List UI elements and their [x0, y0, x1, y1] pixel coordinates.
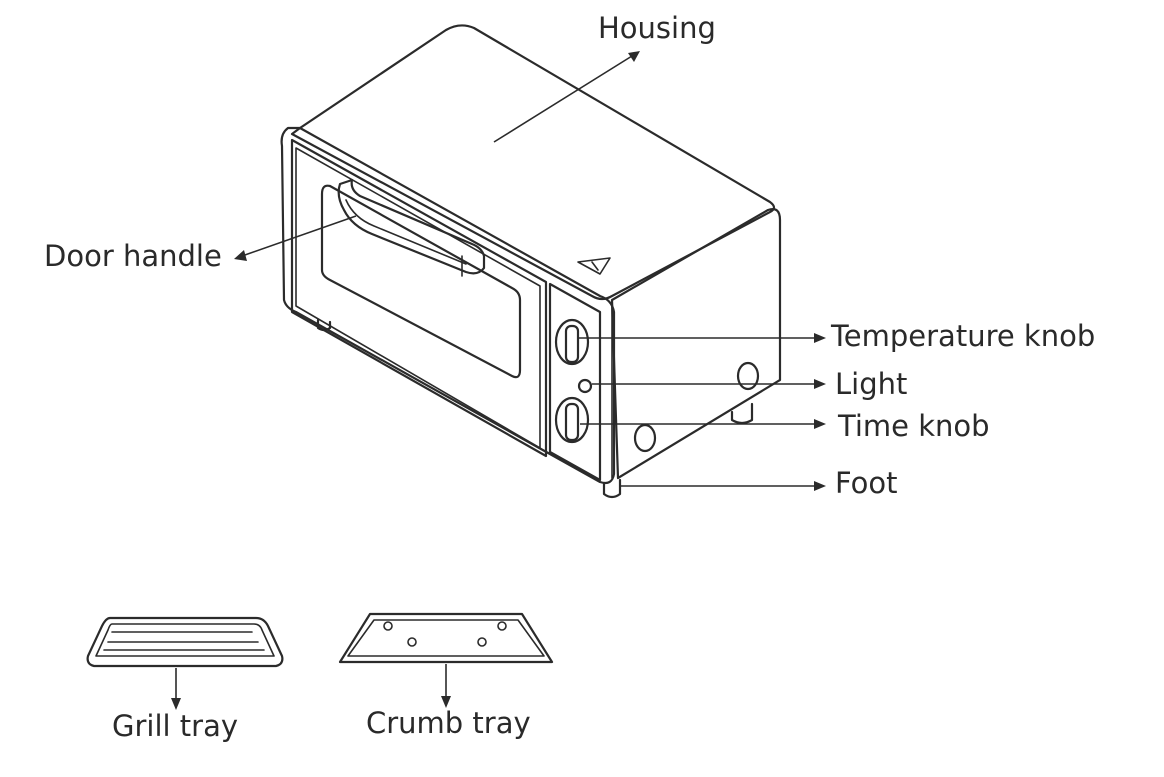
callout-crumb-tray	[441, 664, 451, 708]
foot	[602, 478, 622, 499]
grill-tray	[86, 616, 284, 668]
callout-grill-tray	[171, 668, 181, 710]
foot	[316, 318, 332, 332]
front-frame	[280, 126, 616, 485]
callout-time-knob	[580, 419, 826, 429]
door-handle	[337, 178, 486, 277]
callout-foot	[620, 481, 826, 491]
light-label: Light	[835, 367, 908, 401]
foot	[730, 402, 754, 425]
warning-symbol	[577, 257, 611, 275]
callout-door-handle	[234, 215, 357, 261]
crumb-tray	[338, 612, 554, 664]
crumb-tray-label: Crumb tray	[366, 706, 531, 740]
door-window	[320, 184, 522, 379]
foot-label: Foot	[835, 466, 898, 500]
housing-side	[610, 208, 782, 480]
callout-temperature-knob	[578, 333, 826, 343]
temperature-knob	[554, 318, 590, 366]
callout-housing	[493, 51, 640, 143]
control-panel	[548, 282, 602, 482]
time-knob-label: Time knob	[838, 409, 990, 443]
callout-light	[592, 379, 826, 389]
toaster-oven	[280, 24, 782, 499]
oven-door	[290, 138, 548, 458]
time-knob	[554, 396, 590, 444]
indicator-light	[577, 378, 593, 394]
grill-tray-label: Grill tray	[112, 709, 239, 743]
housing-label: Housing	[598, 11, 716, 45]
side-vent	[736, 361, 760, 391]
temperature-knob-label: Temperature knob	[831, 319, 1096, 353]
side-vent	[633, 423, 657, 453]
door-handle-label: Door handle	[44, 239, 222, 273]
